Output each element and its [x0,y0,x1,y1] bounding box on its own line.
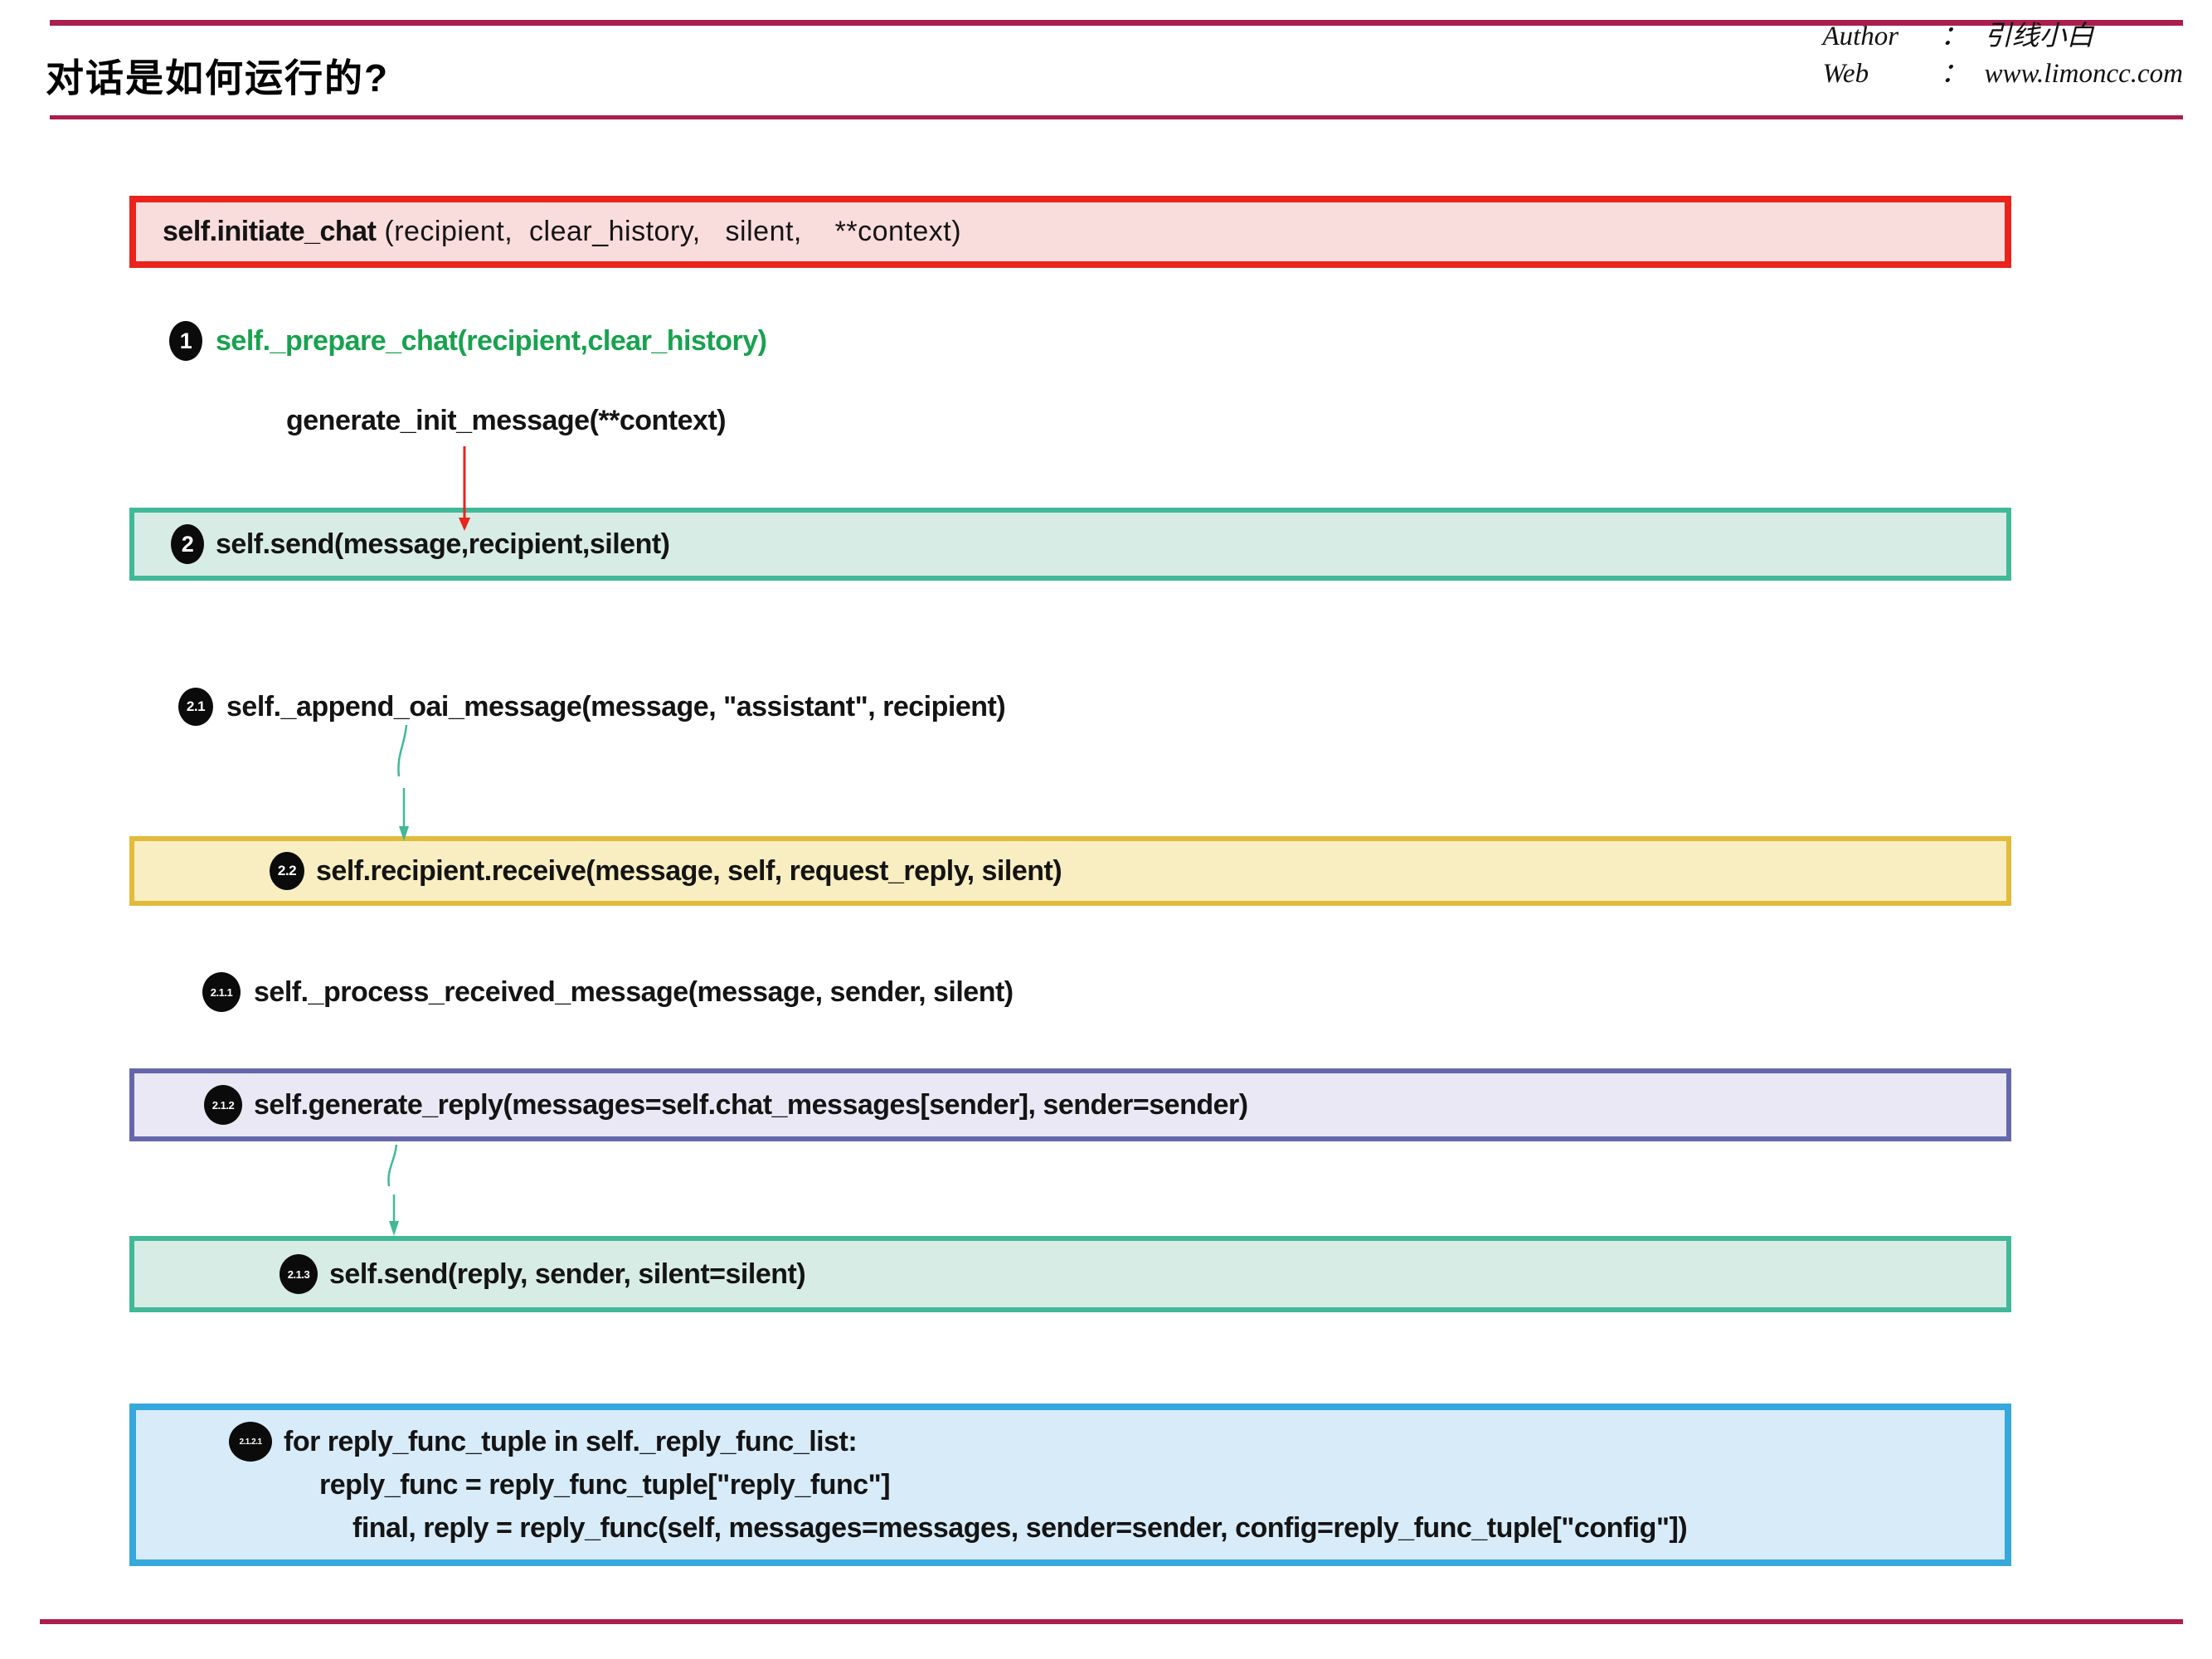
step-1-badge: 1 [169,321,202,361]
step-1-label: self._prepare_chat(recipient,clear_histo… [216,324,767,357]
arrow-teal-squiggle-1-icon [397,724,409,841]
reply-func-line-3: final, reply = reply_func(self, messages… [136,1506,2005,1550]
reply-func-line-2: reply_func = reply_func_tuple["reply_fun… [136,1463,2005,1506]
receive-box: 2.2 self.recipient.receive(message, self… [129,836,2011,906]
reply-func-line-3-text: final, reply = reply_func(self, messages… [352,1511,1688,1544]
step-2-1-badge: 2.1 [178,688,213,726]
page-title: 对话是如何运行的? [46,56,390,100]
author-value: 引线小白 [1984,22,2094,51]
step-2-badge: 2 [171,524,204,564]
author-block: Author ： 引线小白 Web ： www.limoncc.com [1822,18,2183,93]
web-value: www.limoncc.com [1984,59,2183,89]
header-top-rule [50,20,2183,26]
step-2-1-1-label: self._process_received_message(message, … [254,975,1014,1008]
generate-reply-box: 2.1.2 self.generate_reply(messages=self.… [129,1068,2011,1141]
arrow-teal-squiggle-2-icon [387,1144,399,1236]
step-2-1-2-badge: 2.1.2 [204,1085,242,1125]
initiate-chat-box: self.initiate_chat (recipient, clear_his… [129,196,2011,268]
author-colon: ： [1940,22,1968,51]
step-2-1-3-badge: 2.1.3 [280,1254,318,1294]
reply-func-loop-box: 2.1.2.1 for reply_func_tuple in self._re… [129,1404,2011,1566]
reply-func-line-1: 2.1.2.1 for reply_func_tuple in self._re… [136,1420,2005,1463]
step-2-1-label: self._append_oai_message(message, "assis… [226,690,1006,722]
initiate-chat-args: (recipient, clear_history, silent, **con… [376,216,962,247]
initiate-chat-name: self.initiate_chat [163,216,377,247]
header-bottom-rule [50,115,2183,119]
web-label: Web [1822,59,1869,89]
web-row: Web ： www.limoncc.com [1822,56,2183,93]
reply-func-line-1-text: for reply_func_tuple in self._reply_func… [284,1425,858,1457]
step-2-2-badge: 2.2 [270,852,304,890]
step-2-1-1-badge: 2.1.1 [202,972,241,1012]
author-label: Author [1822,22,1899,51]
generate-init-message-label: generate_init_message(**context) [286,404,727,436]
generate-reply-label: self.generate_reply(messages=self.chat_m… [254,1088,1248,1121]
arrow-red-down-icon [459,446,470,531]
send-message-label: self.send(message,recipient,silent) [216,528,670,560]
step-2-1-2-1-badge: 2.1.2.1 [229,1422,272,1462]
footer-rule [40,1619,2183,1624]
step-1-row: 1 self._prepare_chat(recipient,clear_his… [169,320,767,362]
send-reply-box: 2.1.3 self.send(reply, sender, silent=si… [129,1236,2011,1312]
receive-label: self.recipient.receive(message, self, re… [316,854,1062,887]
author-row: Author ： 引线小白 [1822,18,2183,56]
send-reply-label: self.send(reply, sender, silent=silent) [329,1258,806,1290]
web-colon: ： [1940,59,1968,89]
step-2-1-1-row: 2.1.1 self._process_received_message(mes… [202,972,1014,1012]
reply-func-line-2-text: reply_func = reply_func_tuple["reply_fun… [319,1468,891,1501]
step-2-1-row: 2.1 self._append_oai_message(message, "a… [178,687,1006,727]
send-message-box: 2 self.send(message,recipient,silent) [129,508,2011,581]
